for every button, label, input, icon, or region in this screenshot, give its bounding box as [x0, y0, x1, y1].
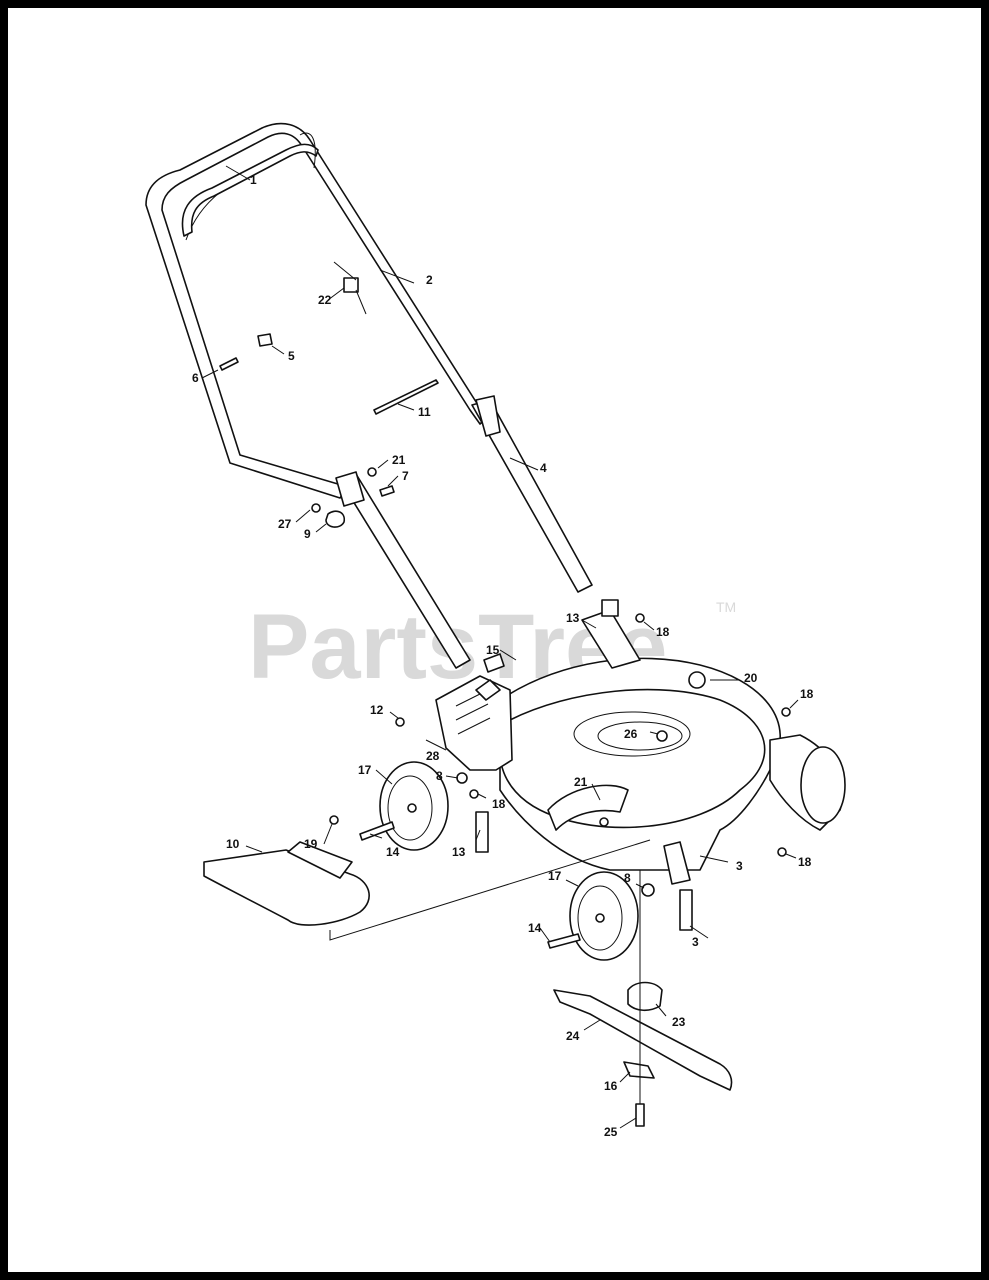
diagram-sheet — [8, 8, 981, 1272]
callout-6: 6 — [192, 371, 199, 385]
upper-handle — [145, 122, 487, 499]
blade-adapter — [627, 981, 663, 1012]
cable-tie — [333, 261, 367, 315]
callout-19: 19 — [304, 837, 318, 851]
callout-25: 25 — [604, 1125, 618, 1139]
callout-3-deck: 3 — [736, 859, 743, 873]
leader-lines — [201, 165, 799, 1129]
callout-22: 22 — [318, 293, 332, 307]
misc-hardware — [329, 613, 791, 857]
callout-12: 12 — [370, 703, 384, 717]
watermark-tm: TM — [716, 599, 736, 615]
callout-20: 20 — [744, 671, 758, 685]
handle-hardware — [311, 467, 395, 528]
blade-bolt — [635, 1103, 645, 1127]
callout-7: 7 — [402, 469, 409, 483]
callout-17-front: 17 — [548, 869, 562, 883]
height-bracket-13 — [475, 811, 489, 853]
carriage-bolt — [219, 357, 239, 371]
callout-5: 5 — [288, 349, 295, 363]
callout-21-upper: 21 — [392, 453, 406, 467]
mower-blade — [553, 989, 733, 1091]
rear-wheel — [379, 761, 449, 851]
callout-18-upper: 18 — [656, 625, 670, 639]
callout-14-front: 14 — [528, 921, 542, 935]
callout-2: 2 — [426, 273, 433, 287]
callout-23: 23 — [672, 1015, 686, 1029]
callout-27: 27 — [278, 517, 292, 531]
callout-10: 10 — [226, 837, 240, 851]
callout-13-upper: 13 — [566, 611, 580, 625]
discharge-chute — [203, 839, 651, 941]
callout-11: 11 — [418, 405, 431, 419]
callout-18-mid: 18 — [492, 797, 506, 811]
blade-bell-support — [623, 1061, 655, 1079]
callout-9: 9 — [304, 527, 311, 541]
callout-13-lower: 13 — [452, 845, 466, 859]
front-wheel — [569, 871, 639, 961]
mower-deck — [499, 599, 846, 871]
callout-labels: 1 2 22 5 6 11 4 21 7 27 9 13 18 15 20 18… — [192, 173, 814, 1139]
lower-handle-right — [471, 395, 593, 593]
callout-18-lower: 18 — [798, 855, 812, 869]
bail-bar — [181, 132, 319, 237]
height-adjuster — [435, 675, 513, 771]
callout-14-rear: 14 — [386, 845, 400, 859]
wheel-bolts — [359, 772, 655, 949]
callout-1: 1 — [250, 173, 257, 187]
callout-17-rear: 17 — [358, 763, 372, 777]
callout-8-front: 8 — [624, 871, 631, 885]
callout-15: 15 — [486, 643, 500, 657]
lower-handle-left — [335, 471, 471, 669]
callout-26: 26 — [624, 727, 638, 741]
cable-tie-long — [373, 379, 439, 415]
callout-8-rear: 8 — [436, 769, 443, 783]
height-bracket-3 — [663, 841, 693, 931]
callout-28: 28 — [426, 749, 440, 763]
callout-16: 16 — [604, 1079, 618, 1093]
callout-4: 4 — [540, 461, 547, 475]
handle-knob — [257, 333, 273, 347]
callout-3-bracket: 3 — [692, 935, 699, 949]
callout-24: 24 — [566, 1029, 580, 1043]
callout-18-right: 18 — [800, 687, 814, 701]
callout-21-lower: 21 — [574, 775, 588, 789]
